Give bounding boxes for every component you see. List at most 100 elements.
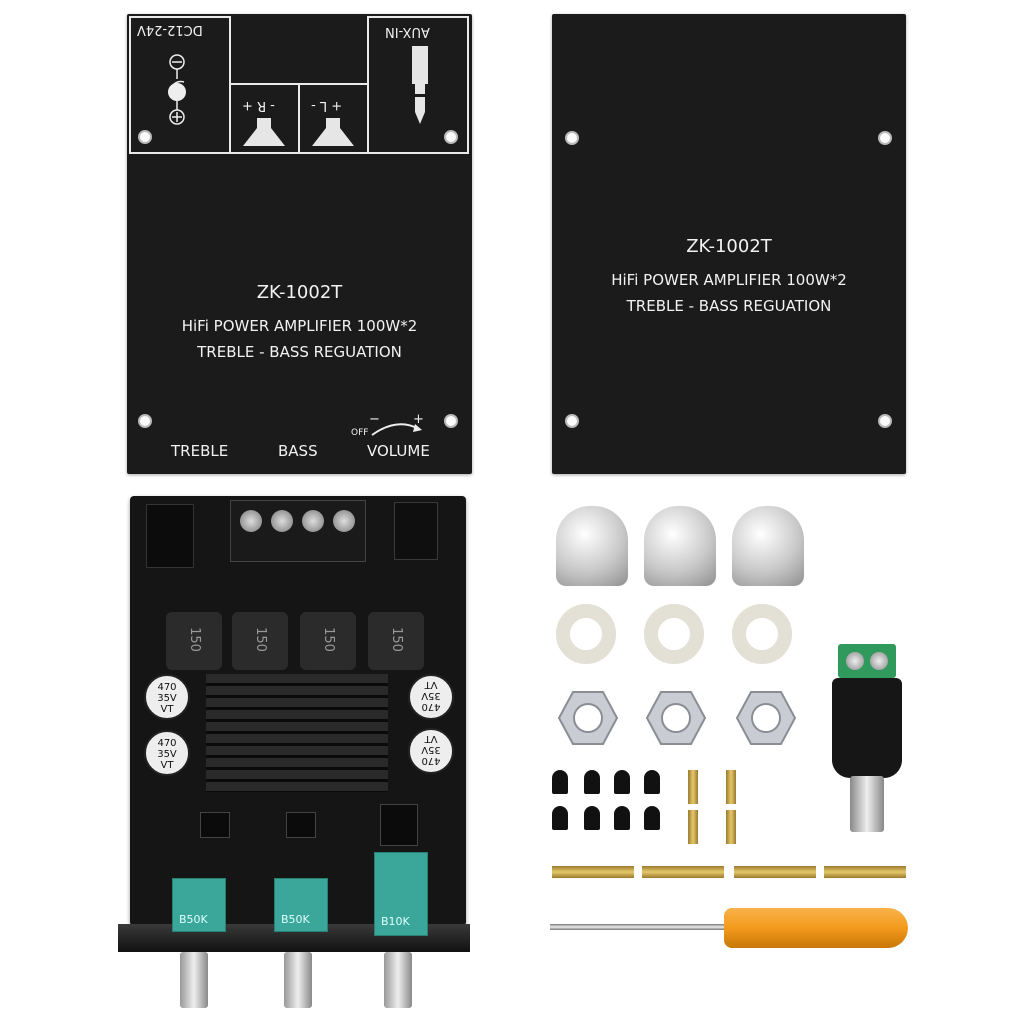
inductor-label: 150	[252, 627, 268, 652]
back-cover-panel: ZK-1002T HiFi POWER AMPLIFIER 100W*2 TRE…	[552, 14, 906, 474]
brass-standoff	[726, 770, 736, 804]
panel-outline	[129, 16, 469, 154]
left-speaker-label: + L -	[311, 98, 343, 113]
knob-cap	[556, 506, 628, 586]
inductor: 150	[368, 612, 424, 670]
capacitor-text: 470	[157, 682, 177, 693]
capacitor-text: VT	[424, 733, 438, 744]
inductor: 150	[300, 612, 356, 670]
model-title: ZK-1002T	[686, 236, 772, 257]
dc-jack	[146, 504, 194, 568]
washer	[644, 604, 704, 664]
black-screw	[644, 770, 660, 794]
capacitor-text: 35V	[157, 693, 177, 704]
terminal-screw	[271, 510, 293, 532]
top-cover-panel: DC12-24V AUX-IN - R + + L - ZK-1002T HiF…	[127, 14, 472, 474]
capacitor-text: 470	[421, 755, 441, 766]
washer	[556, 604, 616, 664]
inductor: 150	[166, 612, 222, 670]
spec-line-1: HiFi POWER AMPLIFIER 100W*2	[181, 317, 418, 335]
adapter-body	[832, 678, 902, 778]
black-screw	[552, 770, 568, 794]
brass-spacer	[642, 866, 724, 878]
spec-line-2: TREBLE - BASS REGUATION	[197, 343, 402, 361]
dc-jack-icon	[168, 54, 186, 125]
knob-cap	[732, 506, 804, 586]
capacitor-text: VT	[424, 679, 438, 690]
brass-spacer	[552, 866, 634, 878]
screwdriver	[550, 906, 910, 952]
capacitor-text: VT	[160, 760, 174, 771]
black-screw	[614, 770, 630, 794]
black-screw	[552, 806, 568, 830]
bluetooth-chip	[380, 804, 418, 846]
terminal-screw	[846, 652, 864, 670]
volume-off-label: OFF	[351, 428, 369, 438]
capacitor-text: 470	[157, 738, 177, 749]
brass-spacer	[824, 866, 906, 878]
capacitor-text: 35V	[421, 690, 441, 701]
treble-label: TREBLE	[171, 442, 229, 460]
mount-hole	[565, 131, 579, 145]
mount-hole	[138, 130, 152, 144]
left-speaker-icon	[312, 118, 354, 146]
brass-standoff	[726, 810, 736, 844]
capacitor-text: 470	[421, 701, 441, 712]
black-screw	[584, 770, 600, 794]
mount-hole	[138, 414, 152, 428]
mount-hole	[878, 414, 892, 428]
terminal-screw	[240, 510, 262, 532]
hex-nut	[557, 691, 619, 745]
volume-plus-label: +	[413, 412, 424, 427]
capacitor-text: VT	[160, 704, 174, 715]
aux-input-label: AUX-IN	[385, 24, 430, 39]
heatsink	[206, 674, 388, 792]
inductor-label: 150	[320, 627, 336, 652]
knob-cap	[644, 506, 716, 586]
screwdriver-handle	[724, 908, 908, 948]
ic-chip	[286, 812, 316, 838]
spec-line-2: TREBLE - BASS REGUATION	[626, 297, 832, 315]
inductor-label: 150	[186, 627, 202, 652]
volume-label: VOLUME	[367, 442, 430, 460]
potentiometer-treble: B50K	[172, 878, 226, 932]
mount-hole	[565, 414, 579, 428]
pot-label: B50K	[281, 913, 310, 926]
hex-nut	[645, 691, 707, 745]
potentiometer-volume: B10K	[374, 852, 428, 936]
bass-label: BASS	[278, 442, 318, 460]
washer	[732, 604, 792, 664]
volume-minus-label: −	[369, 412, 380, 427]
black-screw	[614, 806, 630, 830]
right-speaker-label: - R +	[242, 98, 275, 113]
terminal-screw	[302, 510, 324, 532]
dc-adapter-plug	[822, 640, 912, 840]
pot-label: B50K	[179, 913, 208, 926]
brass-standoff	[688, 810, 698, 844]
aux-jack-icon	[412, 46, 428, 124]
terminal-screw	[870, 652, 888, 670]
model-title: ZK-1002T	[256, 282, 343, 303]
mount-hole	[444, 414, 458, 428]
potentiometer-bass: B50K	[274, 878, 328, 932]
inductor: 150	[232, 612, 288, 670]
dc-input-label: DC12-24V	[137, 22, 203, 37]
spec-line-1: HiFi POWER AMPLIFIER 100W*2	[611, 271, 847, 289]
black-screw	[584, 806, 600, 830]
inductor-label: 150	[388, 627, 404, 652]
adapter-barrel	[850, 776, 884, 832]
screwdriver-shaft	[550, 924, 732, 930]
capacitor-text: 35V	[157, 749, 177, 760]
aux-jack	[394, 502, 438, 560]
capacitor-text: 35V	[421, 744, 441, 755]
brass-standoff	[688, 770, 698, 804]
volume-arc-icon	[371, 423, 422, 436]
brass-spacer	[734, 866, 816, 878]
knob-shaft	[284, 952, 312, 1008]
ic-chip	[200, 812, 230, 838]
